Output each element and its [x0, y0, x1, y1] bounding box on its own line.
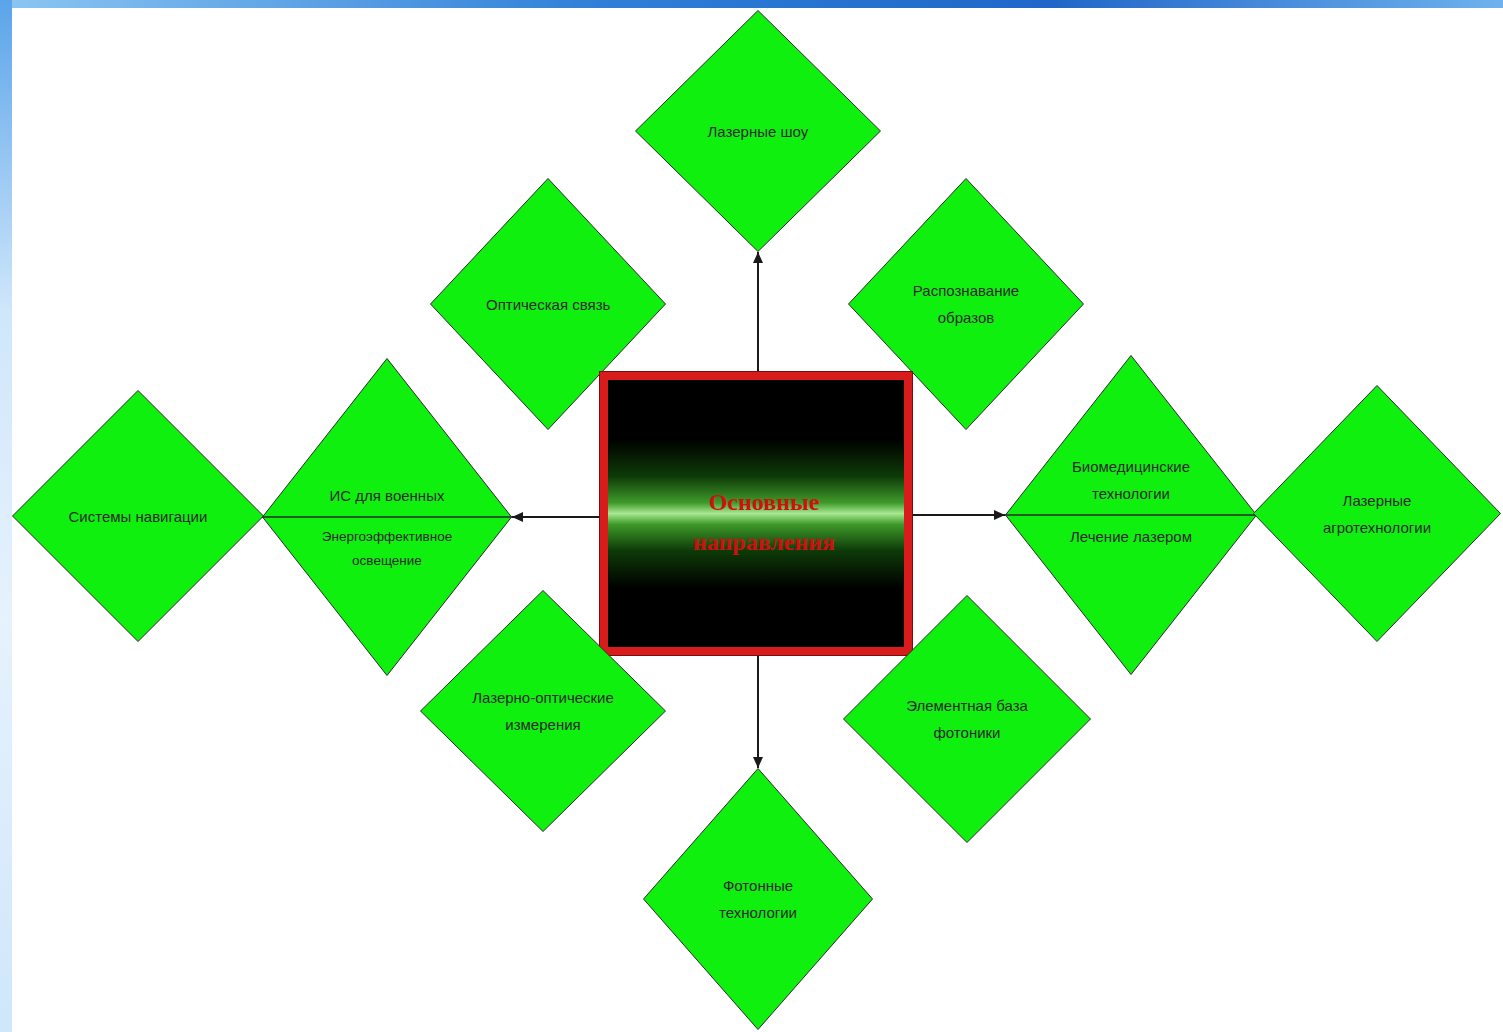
- topic-diamond: Лазерные шоу: [635, 10, 881, 252]
- node-label: Оптическая связь: [486, 291, 610, 318]
- node-label: Системы навигации: [69, 503, 208, 530]
- diamond-fill: [844, 596, 1091, 843]
- diamond-outline: [843, 595, 1091, 843]
- node-label: Лазерные шоу: [708, 118, 809, 145]
- arrow-connector: [757, 655, 759, 768]
- diamond-fill: [13, 391, 264, 642]
- diamond-outline: [262, 358, 512, 676]
- divider-line: [262, 516, 512, 518]
- diamond-fill: [1254, 386, 1501, 642]
- node-label: Распознавание образов: [898, 277, 1035, 331]
- node-label: Элементная база фотоники: [895, 692, 1039, 746]
- node-label: ИС для военных: [330, 482, 445, 509]
- node-label: Лазерные агротехнологии: [1305, 487, 1449, 541]
- topic-diamond: Системы навигации: [12, 390, 264, 642]
- topic-diamond: Лазерно-оптические измерения: [420, 590, 666, 832]
- diamond-fill: [263, 359, 512, 676]
- title-text: Основные направления: [655, 482, 873, 562]
- diamond-outline: [643, 768, 873, 1030]
- topic-diamond: Лазерные агротехнологии: [1253, 385, 1501, 642]
- topic-diamond: Элементная база фотоники: [843, 595, 1091, 843]
- diamond-outline: [1005, 355, 1257, 675]
- arrow-connector: [912, 514, 1005, 516]
- node-label: Энергоэффективное освещение: [315, 525, 460, 574]
- arrow-connector: [757, 252, 759, 372]
- diamond-outline: [1253, 385, 1501, 642]
- arrow-connector: [512, 516, 600, 518]
- node-label: Фотонные технологии: [692, 872, 825, 926]
- divider-line: [1005, 514, 1257, 516]
- split-diamond: Биомедицинские технологииЛечение лазером: [1005, 355, 1257, 675]
- node-label: Лечение лазером: [1070, 523, 1192, 550]
- node-label: Биомедицинские технологии: [1058, 453, 1204, 507]
- title-box: Основные направления: [600, 372, 912, 655]
- split-diamond: ИС для военныхЭнергоэффективное освещени…: [262, 358, 512, 676]
- topic-diamond: Фотонные технологии: [643, 768, 873, 1030]
- slide-top-bar: [0, 0, 1503, 8]
- diamond-fill: [644, 769, 873, 1030]
- diamond-outline: [420, 590, 666, 832]
- diamond-fill: [421, 591, 666, 832]
- diamond-fill: [1006, 356, 1257, 675]
- diamond-fill: [636, 11, 881, 252]
- slide-left-bar: [0, 0, 12, 1032]
- node-label: Лазерно-оптические измерения: [472, 684, 615, 738]
